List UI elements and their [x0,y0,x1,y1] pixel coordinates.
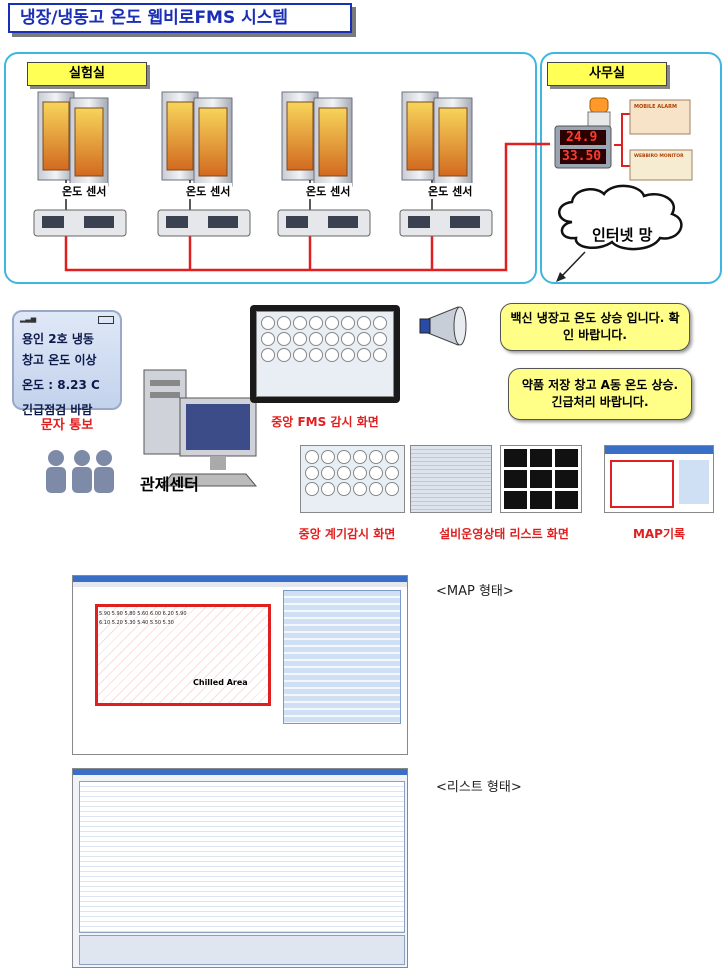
battery-icon [98,316,114,324]
map-chilled-area-label: Chilled Area [193,678,248,687]
lab-panel [4,52,537,284]
sensor-label-4: 온도 센서 [426,183,475,199]
signal-icon: ▂▃▅ [20,315,37,323]
phone-line-4: 긴급점검 바람 [22,403,93,417]
sensor-label-2: 온도 센서 [184,183,233,199]
lab-diagram [33,91,693,282]
refrigerator-group-3 [277,91,371,237]
monitor-device [629,149,693,181]
refrigerator-group-4 [399,91,493,237]
map-floor [95,604,271,706]
monitor-device-label: WEBBIRO MONITOR [634,154,684,159]
refrigerator-group-1 [33,91,127,237]
map-section-label: <MAP 형태> [436,584,514,599]
thumbnail-caption-2: 설비운영상태 리스트 화면 [439,527,569,541]
people-computer-illustration [46,369,258,493]
thumbnail-map [604,445,714,513]
user-group-icon [46,450,114,493]
map-side-table [283,590,401,724]
led-display-bottom: 33.50 [562,149,602,164]
phone-line-2: 창고 온도 이상 [22,353,97,367]
page-title: 냉장/냉동고 온도 웹비로FMS 시스템 [8,3,352,33]
main-monitor [250,305,400,403]
alert-callout-1: 백신 냉장고 온도 상승 입니다. 확인 바랍니다. [500,303,690,351]
phone-screen: ▂▃▅ 용인 2호 냉동 창고 온도 이상 온도 : 8.23 C 긴급점검 바… [12,310,122,417]
control-center-label: 관제센터 [140,475,199,494]
computer-icon [143,369,258,487]
internet-cloud-icon [556,184,683,282]
internet-label: 인터넷 망 [592,226,653,244]
phone-caption: 문자 통보 [40,418,94,433]
thumbnail-caption-3: MAP기록 [632,527,686,541]
mobile-alarm-device [629,99,691,135]
led-display [554,125,612,169]
thumbnail-caption-1: 중앙 계기감시 화면 [298,527,396,541]
thumbnail-list [410,445,492,513]
phone-line-3: 온도 : 8.23 C [22,378,100,392]
lab-tag: 실험실 [27,62,147,86]
list-screenshot [72,768,408,968]
mobile-alarm-label: MOBILE ALARM [634,104,677,110]
sensor-label-1: 온도 센서 [60,183,109,199]
sensor-label-3: 온도 센서 [304,183,353,199]
office-tag: 사무실 [547,62,667,86]
thumbnail-grid [500,445,582,513]
map-screenshot: Chilled Area 5.90 5.90 5.80 5.60 6.00 6.… [72,575,408,755]
refrigerator-group-2 [157,91,251,237]
alert-callout-2: 약품 저장 창고 A동 온도 상승.긴급처리 바랍니다. [508,368,692,420]
led-display-top: 24.9 [566,130,598,145]
list-section-label: <리스트 형태> [436,780,522,795]
main-monitor-caption: 중앙 FMS 감시 화면 [271,415,379,429]
thumbnail-gauges [300,445,405,513]
office-panel [540,52,722,284]
megaphone-icon [419,306,467,346]
phone-line-1: 용인 2호 냉동 [22,332,94,346]
